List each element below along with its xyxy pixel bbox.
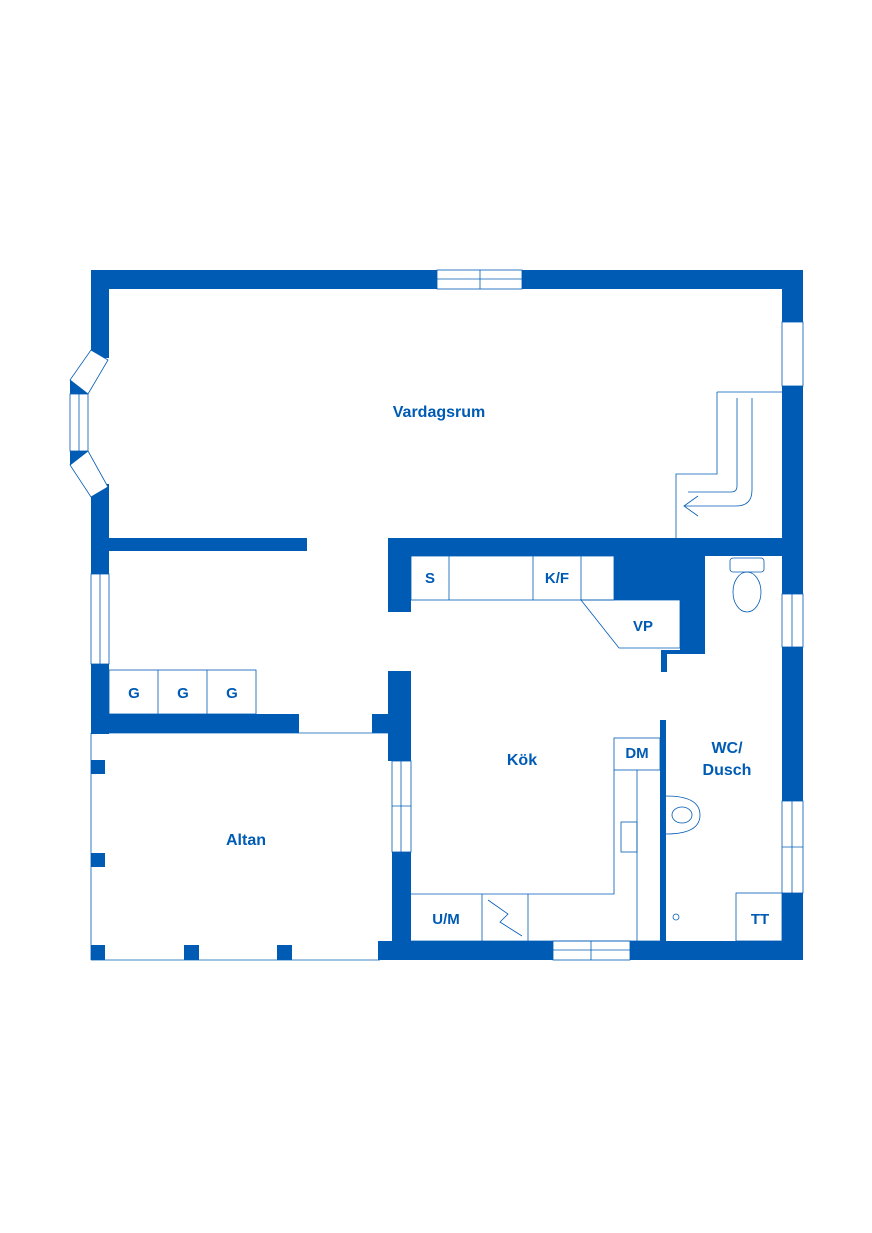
windows	[69, 269, 804, 961]
altan-outline	[90, 732, 392, 961]
staircase	[675, 391, 782, 538]
window-right-mid	[781, 593, 804, 648]
window-top	[436, 269, 523, 290]
label-tt: TT	[751, 911, 769, 928]
exterior-walls	[70, 270, 803, 960]
kitchen-fixtures	[410, 555, 681, 942]
toilet-tank	[729, 557, 765, 573]
label-dm: DM	[625, 745, 648, 762]
label-kf: K/F	[545, 570, 569, 587]
window-kitchen-left	[391, 760, 412, 853]
window-right-top	[781, 321, 804, 387]
label-g3: G	[226, 685, 238, 702]
room-kok: Kök	[507, 752, 537, 769]
interior-walls	[91, 538, 803, 960]
label-g1: G	[128, 685, 140, 702]
toilet-bowl	[732, 571, 762, 613]
label-vp: VP	[633, 618, 653, 635]
label-um: U/M	[432, 911, 460, 928]
label-g2: G	[177, 685, 189, 702]
room-wc-line2: Dusch	[703, 762, 752, 779]
label-s: S	[425, 570, 435, 587]
room-wc-line1: WC/	[711, 740, 743, 757]
wc-fixtures	[665, 557, 783, 942]
window-bottom	[552, 940, 631, 961]
closets	[108, 669, 257, 715]
room-altan: Altan	[226, 832, 266, 849]
room-vardagsrum: Vardagsrum	[393, 404, 485, 421]
